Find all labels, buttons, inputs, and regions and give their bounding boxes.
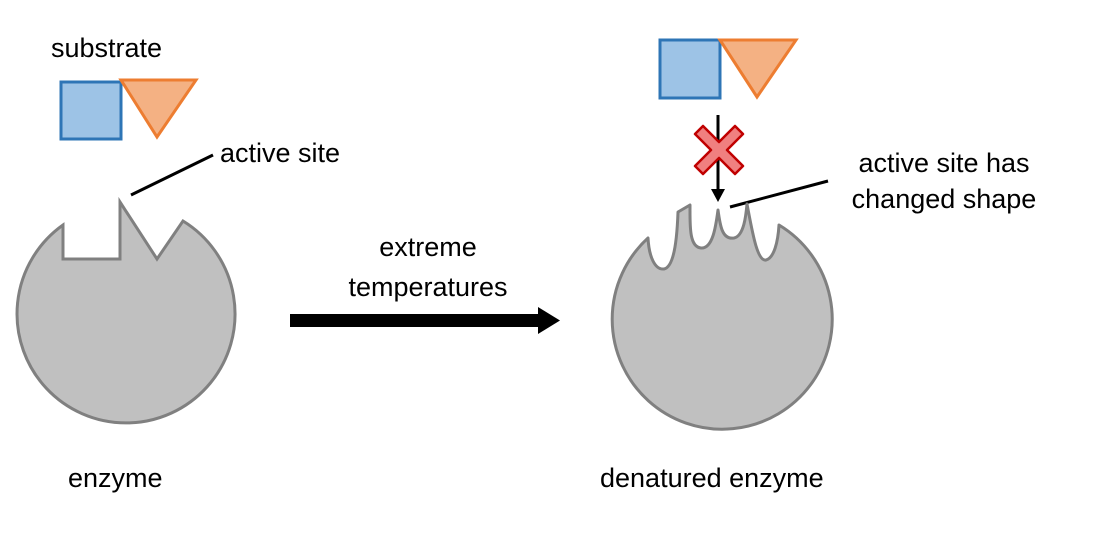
changed-shape-label-line2: changed shape xyxy=(852,184,1037,214)
changed-shape-label-line1: active site has xyxy=(858,148,1029,178)
denatured-enzyme-body-outline xyxy=(610,202,834,431)
denatured-enzyme-label: denatured enzyme xyxy=(600,463,824,493)
process-label-line1: extreme xyxy=(379,232,477,262)
enzyme-body-outline xyxy=(15,196,237,425)
blocked-cross-outline xyxy=(693,124,745,176)
substrate-label: substrate xyxy=(51,33,162,63)
substrate-triangle-outline xyxy=(118,78,199,140)
denatured-substrate-square-outline xyxy=(658,38,722,100)
substrate-square-shape xyxy=(61,82,121,139)
enzyme-label: enzyme xyxy=(68,463,163,493)
active-site-pointer-line xyxy=(130,153,214,197)
process-label-line2: temperatures xyxy=(348,272,507,302)
active-site-label: active site xyxy=(220,138,340,168)
denatured-enzyme-body xyxy=(612,204,833,430)
denatured-substrate-triangle-shape xyxy=(720,40,796,97)
substrate-triangle-shape xyxy=(121,80,196,137)
process-arrow-head xyxy=(538,307,560,334)
blocked-binding-arrow-head xyxy=(711,189,725,202)
blocked-cross-icon xyxy=(695,126,743,174)
enzyme-body xyxy=(17,202,236,423)
denatured-substrate-triangle-outline xyxy=(717,38,799,100)
process-arrow-shaft xyxy=(290,314,542,327)
denatured-substrate-square-shape xyxy=(660,40,720,98)
substrate-square-outline xyxy=(59,80,123,141)
changed-site-pointer-line xyxy=(729,179,829,209)
